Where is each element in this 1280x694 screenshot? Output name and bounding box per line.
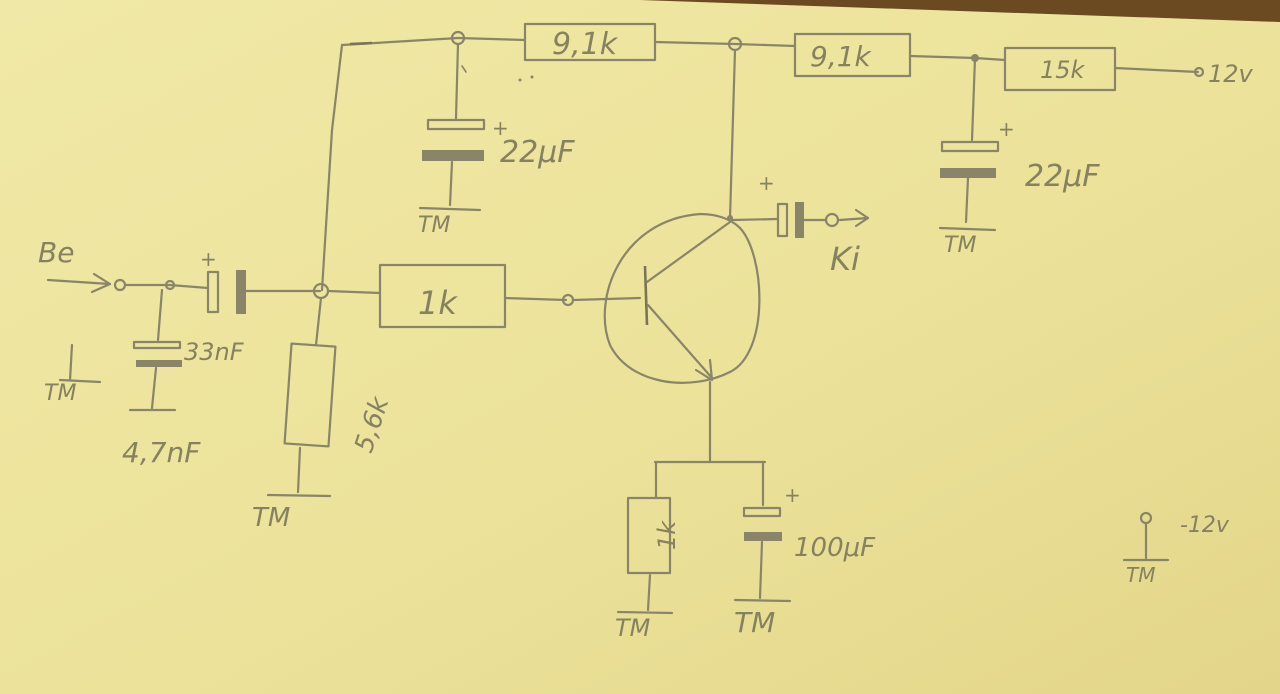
ground-under-22uf-right: TM (938, 226, 997, 258)
resistor-emitter-1k: 1k (626, 460, 681, 612)
collector-wire (728, 48, 737, 220)
supply-neg-12v-label: -12v (1180, 513, 1230, 538)
resistor-base-1k: 1k (378, 263, 507, 329)
capacitor-22uf-left-label: 22μF (500, 135, 575, 170)
output-terminal: Ki (824, 208, 870, 278)
ground-under-22uf-left: TM (418, 206, 482, 238)
ground-label-2: TM (944, 233, 976, 258)
node-input (164, 279, 176, 291)
resistor-9-1k-right-label: 9,1k (810, 40, 873, 73)
ground-label-5: TM (615, 614, 651, 642)
ground-label-1: TM (418, 213, 450, 238)
capacitor-22uf-right-label: 22μF (1025, 159, 1100, 194)
capacitor-series-plus: + (200, 247, 217, 271)
input-terminal: Be (38, 236, 127, 294)
capacitor-output: + (730, 171, 828, 238)
input-wire (123, 283, 210, 290)
wire-to-base (503, 296, 568, 302)
resistor-emitter-1k-label: 1k (653, 520, 681, 550)
capacitor-22uf-right: + 22μF (940, 56, 1100, 224)
capacitor-100uf-plus: + (784, 483, 801, 507)
feed-wire (320, 43, 344, 292)
pencil-dot-2 (530, 75, 534, 79)
capacitor-22uf-left: + 22μF (422, 42, 575, 207)
output-label: Ki (830, 240, 860, 278)
supply-12v-label: 12v (1208, 60, 1254, 88)
supply-neg-12v: TM -12v (1122, 511, 1230, 587)
capacitor-100uf-label: 100μF (794, 533, 876, 563)
capacitor-33nf: 33nF 4,7nF (122, 288, 245, 469)
input-label: Be (38, 236, 74, 269)
ground-emitter-capacitor: TM (733, 598, 792, 639)
resistor-9-1k-left: 9,1k (523, 22, 657, 62)
capacitor-33nf-label: 33nF (184, 338, 245, 366)
ground-label-4: TM (252, 503, 290, 533)
resistor-15k-label: 15k (1040, 56, 1086, 84)
ground-emitter-resistor: TM (615, 610, 674, 642)
capacitor-output-plus: + (758, 171, 775, 195)
capacitor-22uf-right-plus: + (998, 117, 1015, 141)
ground-bias: TM (252, 493, 332, 533)
pencil-dot (518, 78, 522, 82)
resistor-15k: 15k (1003, 46, 1117, 92)
resistor-9-1k-left-label: 9,1k (552, 27, 619, 62)
resistor-base-1k-label: 1k (418, 284, 458, 322)
capacitor-100uf: + 100μF (742, 460, 876, 600)
capacitor-series-input: + (200, 247, 246, 314)
ground-label-7: TM (1126, 563, 1155, 587)
node-supply-12v (1193, 66, 1205, 78)
capacitor-22uf-left-plus: + (492, 116, 509, 140)
capacitor-4-7nf-label: 4,7nF (122, 436, 201, 469)
transistor (603, 212, 761, 384)
ground-label-3: TM (44, 381, 76, 406)
ground-input: TM (44, 343, 102, 406)
wire-to-base-resistor (326, 289, 382, 295)
resistor-9-1k-right: 9,1k (793, 32, 912, 78)
ground-label-6: TM (734, 606, 775, 639)
top-rail (340, 36, 1200, 74)
pencil-mark (461, 65, 467, 73)
